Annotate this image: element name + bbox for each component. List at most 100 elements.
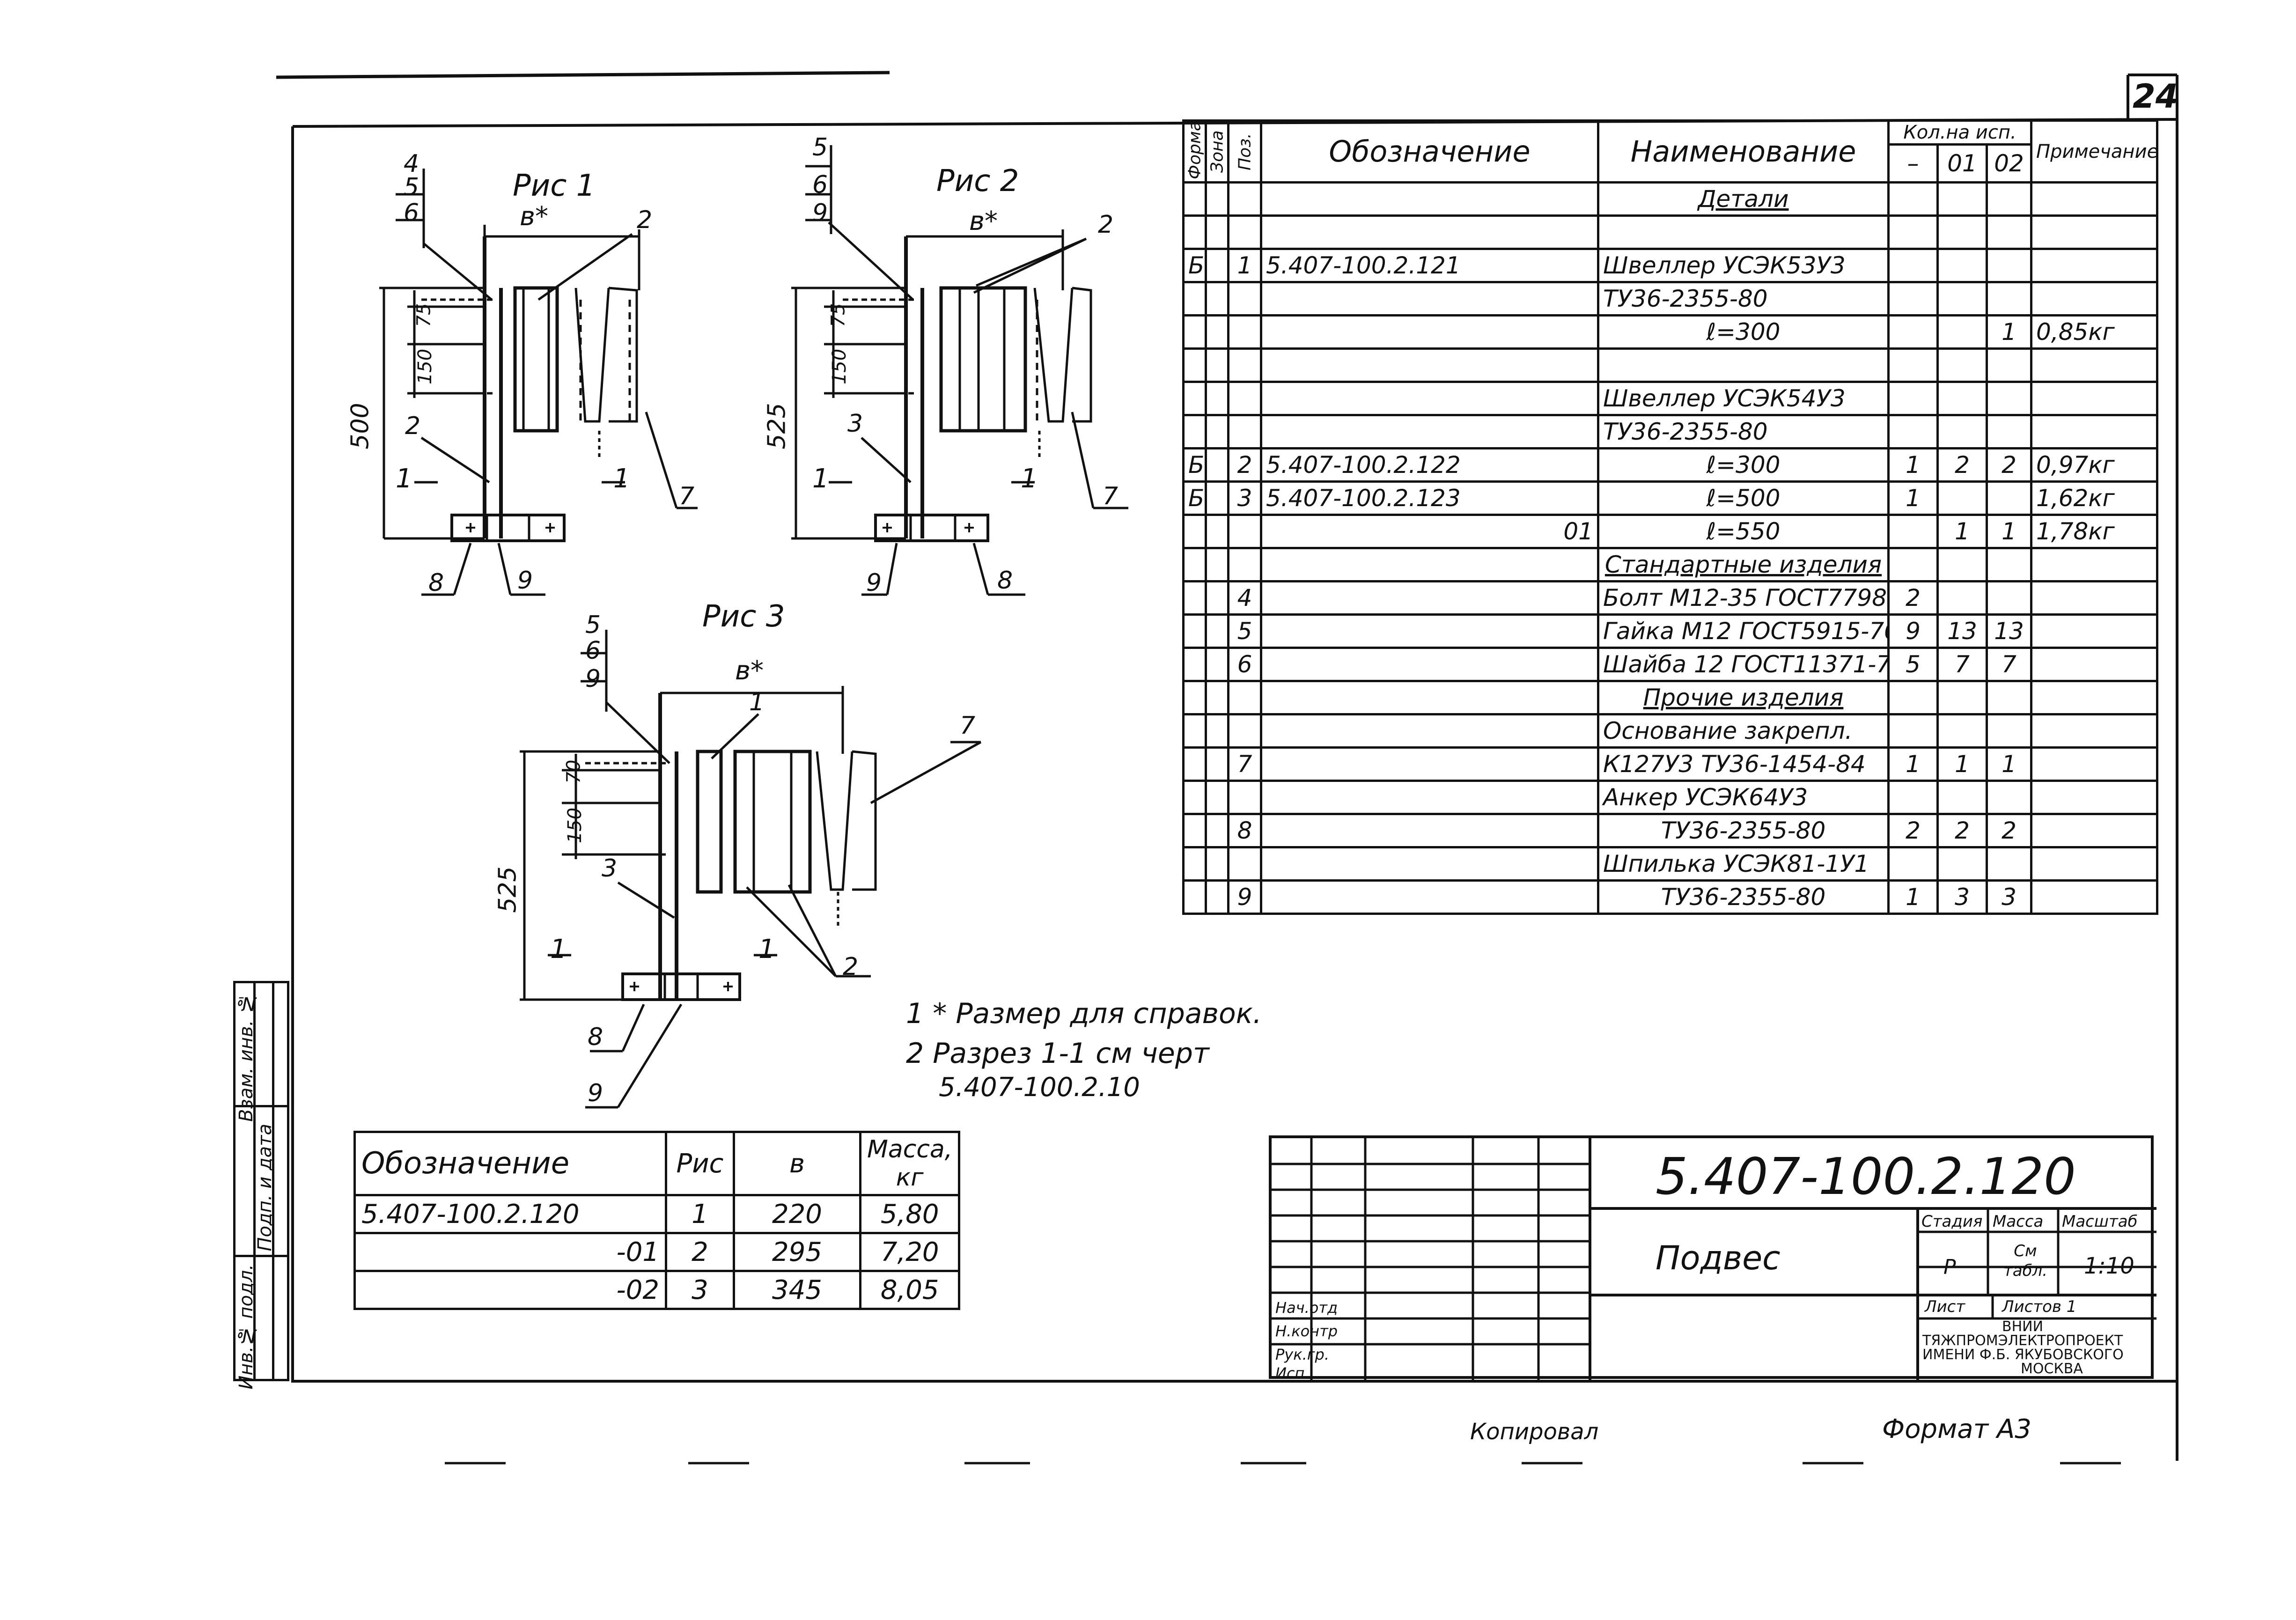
format-label: Формат А3 [1882,1414,2031,1444]
spec-cell-designation [1260,713,1599,749]
spec-row: Основание закрепл. [1182,713,2159,749]
spec-cell-qty-02: 2 [1985,447,2033,483]
variants-cell-mass: 5,80 [859,1194,961,1234]
spec-cell-qty-base [1887,214,1939,250]
spec-row [1182,214,2159,250]
org-line-3: ИМЕНИ Ф.Б. ЯКУБОВСКОГО [1922,1347,2124,1363]
spec-cell-designation [1260,580,1599,616]
spec-row: Швеллер УСЭК54У3 [1182,381,2159,416]
spec-cell-name: Шпилька УСЭК81-1У1 [1597,846,1890,882]
spec-cell-qty-01 [1936,780,1988,815]
spec-cell-designation [1260,813,1599,848]
spec-cell-name: Анкер УСЭК64У3 [1597,780,1890,815]
spec-cell-zone [1205,281,1229,317]
spec-row: Шпилька УСЭК81-1У1 [1182,846,2159,882]
fig2-width-label: в* [969,206,998,236]
fig1-dim-b: 150 [414,348,436,385]
spec-cell-zone [1205,480,1229,516]
spec-cell-qty-02 [1985,181,2033,217]
spec-cell-format [1182,214,1207,250]
spec-cell-designation [1260,414,1599,449]
spec-row: ТУ36-2355-80 [1182,414,2159,449]
spec-cell-zone [1205,347,1229,383]
sheet-number: 24 [2133,77,2178,116]
fig2-leader-2: 2 [1098,211,1114,239]
spec-col-format: Формат [1183,120,1206,183]
spec-cell-qty-base: 2 [1887,580,1939,616]
spec-col-designation: Обозначение [1260,119,1599,184]
mass-value: См табл. [2003,1242,2048,1280]
fig1-leader-2a: 2 [637,206,653,234]
spec-cell-qty-base [1887,281,1939,317]
role-4: Исп. [1275,1364,1310,1382]
spec-cell-zone [1205,547,1229,582]
spec-cell-qty-02: 1 [1985,746,2033,782]
spec-cell-format [1182,414,1207,449]
spec-cell-zone [1205,248,1229,283]
spec-cell-note [2030,680,2159,715]
fig3-width-label: в* [735,655,764,686]
strip-label-2: Подп. и дата [254,1124,276,1252]
spec-cell-qty-02 [1985,414,2033,449]
item-name: Подвес [1656,1239,1781,1277]
note-3: 5.407-100.2.10 [939,1072,1140,1103]
spec-cell-note [2030,347,2159,383]
spec-cell-qty-02 [1985,680,2033,715]
spec-cell-qty-01 [1936,347,1988,383]
spec-cell-qty-02 [1985,480,2033,516]
spec-cell-pos [1227,314,1262,350]
spec-cell-zone [1205,214,1229,250]
spec-cell-designation: 5.407-100.2.123 [1260,480,1599,516]
spec-cell-designation [1260,381,1599,416]
spec-cell-qty-02: 13 [1985,613,2033,649]
spec-cell-format [1182,381,1207,416]
spec-cell-qty-01: 1 [1936,514,1988,549]
spec-cell-qty-01 [1936,248,1988,283]
variants-header-row: Обозначение Рис в Масса, кг [353,1131,961,1196]
role-1: Нач.отд [1275,1299,1338,1317]
spec-cell-qty-01 [1936,846,1988,882]
fig3-leader-2: 2 [843,953,859,981]
spec-cell-qty-01: 13 [1936,613,1988,649]
fig2-section-left: 1 [812,464,829,494]
spec-cell-qty-02 [1985,547,2033,582]
fig3-dim-a: 70 [563,759,585,784]
variants-col-b: в [733,1131,861,1196]
spec-cell-zone [1205,181,1229,217]
spec-cell-pos [1227,181,1262,217]
fig1-leader-7: 7 [679,482,695,510]
spec-col-qty: Кол.на исп. [1887,119,2033,146]
spec-cell-name: ℓ=300 [1597,314,1890,350]
spec-cell-name: Болт М12-35 ГОСТ7798-70 [1597,580,1890,616]
spec-cell-qty-base [1887,248,1939,283]
spec-cell-qty-02 [1985,347,2033,383]
spec-cell-format [1182,580,1207,616]
spec-cell-format [1182,746,1207,782]
spec-cell-qty-01 [1936,314,1988,350]
doc-number: 5.407-100.2.120 [1656,1148,2076,1206]
org-line-1: ВНИИ [2002,1318,2044,1335]
spec-cell-note: 1,78кг [2030,514,2159,549]
sheet-header: Лист [1925,1297,1965,1316]
spec-cell-format [1182,879,1207,915]
spec-cell-qty-01: 7 [1936,647,1988,682]
spec-cell-qty-base [1887,713,1939,749]
mass-header: Масса [1993,1212,2044,1231]
spec-cell-zone [1205,780,1229,815]
note-2: 2 Разрез 1-1 см черт [906,1037,1209,1070]
spec-cell-zone [1205,713,1229,749]
spec-cell-qty-02 [1985,381,2033,416]
spec-cell-qty-01 [1936,547,1988,582]
spec-cell-name: ТУ36-2355-80 [1597,281,1890,317]
spec-cell-qty-01 [1936,181,1988,217]
spec-cell-pos [1227,214,1262,250]
variants-col-designation: Обозначение [353,1131,667,1196]
spec-header-row: Формат Зона Поз. Обозначение Наименовани… [1183,119,2159,184]
fig2-leader-9: 9 [812,199,828,227]
spec-cell-format [1182,613,1207,649]
